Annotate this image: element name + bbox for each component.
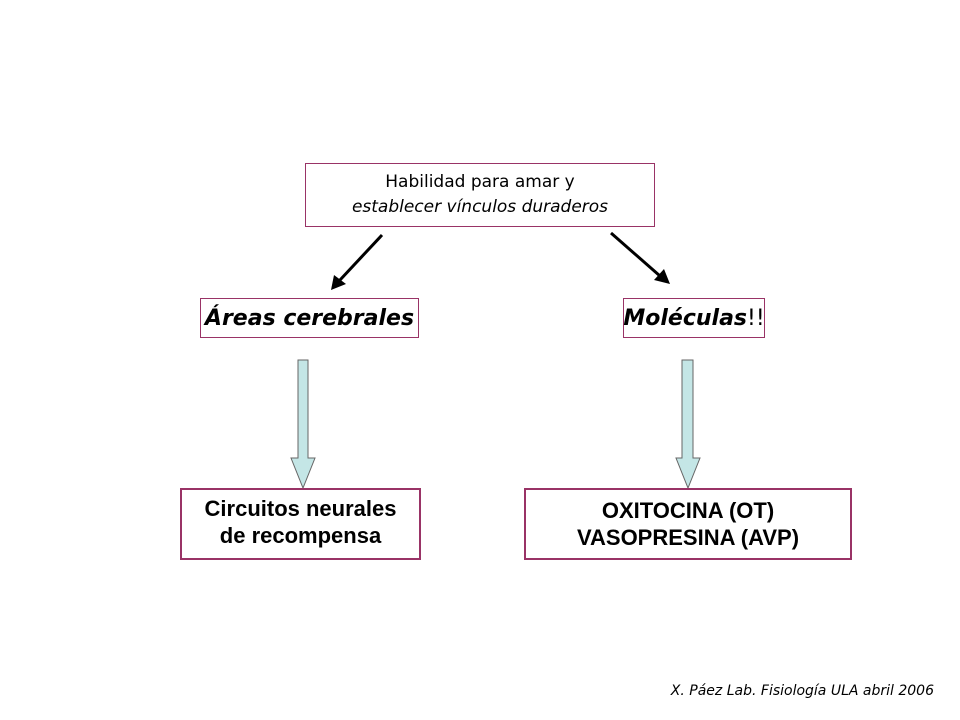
node-areas-label: Áreas cerebrales [204, 305, 415, 331]
arrow-top-to-areas [338, 233, 384, 282]
block-arrow-moleculas-to-oxitocina [675, 359, 701, 490]
node-habilidad-line1: Habilidad para amar y [385, 172, 575, 192]
node-oxitocina-vasopresina: OXITOCINA (OT) VASOPRESINA (AVP) [524, 488, 852, 560]
credit-footer: X. Páez Lab. Fisiología ULA abril 2006 [670, 683, 934, 699]
node-oxitocina-line2: VASOPRESINA (AVP) [576, 525, 800, 550]
node-circuitos-line2: de recompensa [219, 523, 382, 548]
node-oxitocina-line1: OXITOCINA (OT) [601, 498, 775, 523]
node-habilidad-line2: establecer vínculos duraderos [351, 197, 609, 217]
node-areas-cerebrales: Áreas cerebrales [200, 298, 419, 338]
node-circuitos-neurales: Circuitos neurales de recompensa [180, 488, 421, 560]
node-moleculas-suffix: !! [747, 305, 765, 331]
node-moleculas-label: Moléculas [623, 305, 748, 331]
arrowhead-moleculas [654, 269, 670, 284]
node-habilidad: Habilidad para amar y establecer vínculo… [305, 163, 655, 227]
arrow-top-to-moleculas [610, 231, 661, 278]
block-arrow-areas-to-circuitos [290, 359, 316, 490]
arrowhead-areas [331, 275, 346, 290]
node-circuitos-line1: Circuitos neurales [204, 496, 397, 521]
node-moleculas: Moléculas!! [623, 298, 765, 338]
